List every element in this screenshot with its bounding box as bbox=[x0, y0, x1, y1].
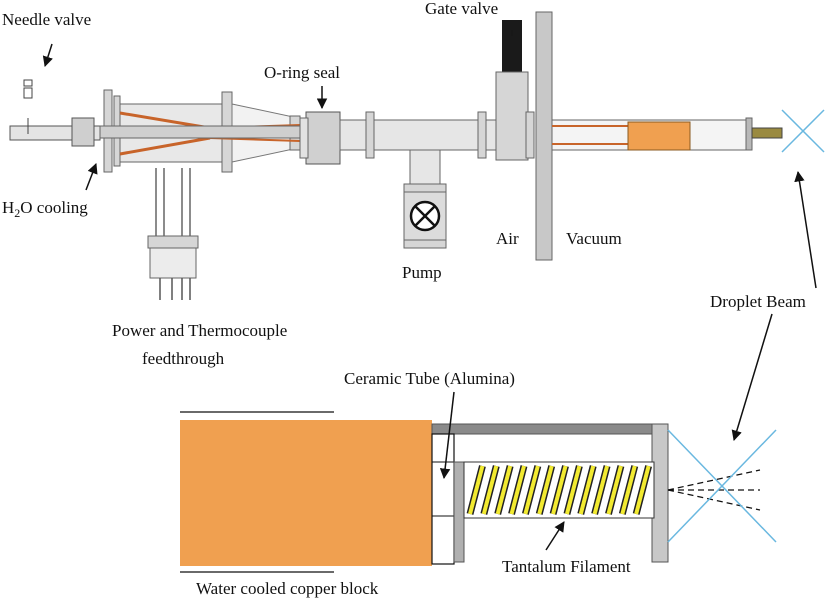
label-power-feedthrough-2: feedthrough bbox=[142, 349, 225, 368]
label-vacuum: Vacuum bbox=[566, 229, 622, 248]
coil-turn bbox=[551, 465, 568, 515]
coil-turn bbox=[509, 465, 526, 515]
label-tantalum-filament: Tantalum Filament bbox=[502, 557, 631, 576]
label-droplet-beam: Droplet Beam bbox=[710, 292, 806, 311]
label-air: Air bbox=[496, 229, 519, 248]
left-cap bbox=[453, 461, 465, 563]
beam-cross-bottom bbox=[667, 429, 777, 543]
ceramic-tube bbox=[431, 433, 455, 565]
copper-block bbox=[180, 420, 432, 566]
coil-turn bbox=[620, 465, 637, 515]
apparatus-overview bbox=[9, 11, 825, 300]
coil-turn bbox=[481, 465, 499, 515]
vacuum-side-source bbox=[551, 117, 783, 151]
coil-turn bbox=[578, 465, 596, 515]
coil-turn bbox=[606, 465, 623, 515]
tantalum-filament-coil bbox=[466, 465, 653, 515]
arrow-tantalum-filament bbox=[545, 521, 565, 551]
copper-block-small bbox=[627, 121, 691, 151]
source-detail bbox=[180, 411, 777, 573]
arrow-needle-valve bbox=[42, 43, 53, 68]
arrow-droplet-beam-bottom bbox=[731, 313, 773, 442]
coil-turn bbox=[468, 465, 485, 515]
gate-valve-actuator bbox=[502, 20, 522, 72]
o-ring-seal-block bbox=[299, 111, 341, 165]
label-h2o-cooling: H2O cooling bbox=[2, 198, 88, 220]
vacuum-wall bbox=[535, 11, 553, 261]
label-ceramic-tube: Ceramic Tube (Alumina) bbox=[344, 369, 515, 388]
feedthrough-pins bbox=[147, 168, 199, 300]
coil-turn bbox=[592, 465, 610, 515]
label-o-ring-seal: O-ring seal bbox=[264, 63, 340, 82]
housing-top bbox=[431, 423, 669, 435]
coil-turn bbox=[495, 465, 513, 515]
beam-dashes bbox=[667, 469, 761, 511]
coil-turn bbox=[564, 465, 582, 515]
label-needle-valve: Needle valve bbox=[2, 10, 91, 29]
coil-turn bbox=[537, 465, 554, 515]
needle-valve-rod bbox=[9, 79, 101, 147]
vacuum-tube bbox=[339, 111, 501, 159]
coil-turn bbox=[523, 465, 540, 515]
coil-turn bbox=[634, 465, 651, 515]
gate-valve bbox=[495, 20, 535, 161]
arrow-h2o-cooling bbox=[85, 163, 98, 191]
label-gate-valve: Gate valve bbox=[425, 0, 498, 18]
arrow-ceramic-tube bbox=[439, 391, 455, 480]
label-pump: Pump bbox=[402, 263, 442, 282]
feed-tube bbox=[99, 125, 301, 139]
label-copper-block: Water cooled copper block bbox=[196, 579, 379, 598]
pump-assembly bbox=[403, 149, 447, 249]
beam-cross-top bbox=[781, 109, 825, 153]
arrow-droplet-beam-top bbox=[794, 170, 817, 289]
label-power-feedthrough-1: Power and Thermocouple bbox=[112, 321, 287, 340]
